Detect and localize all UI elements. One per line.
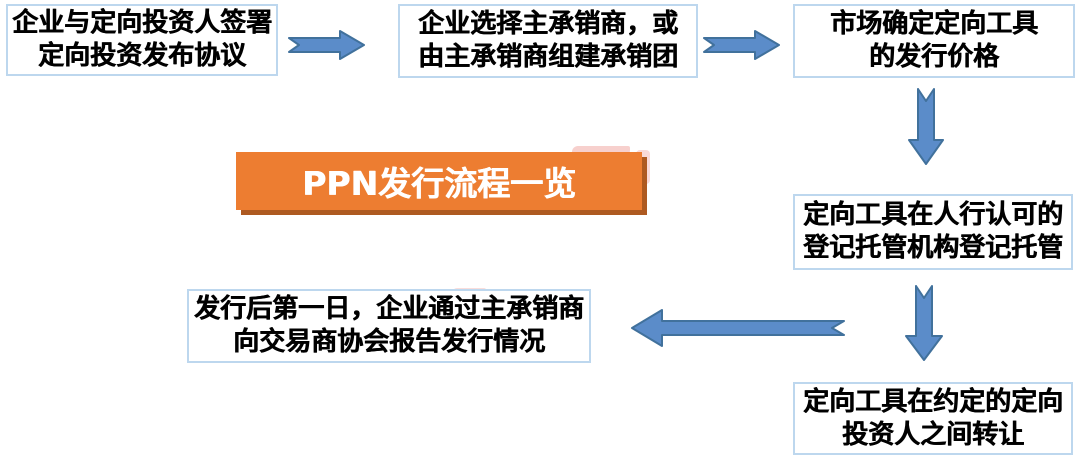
flow-step-6-line-1: 发行后第一日，企业通过主承销商	[193, 294, 584, 324]
flow-step-2-line-2: 由主承销商组建承销团	[417, 42, 678, 72]
flow-step-5-line-1: 定向工具在约定的定向	[802, 386, 1063, 417]
flow-step-1-line-2: 定向投资发布协议	[37, 41, 246, 71]
flow-step-5-box: 定向工具在约定的定向 投资人之间转让	[793, 382, 1073, 455]
flow-step-4-line-2: 登记托管机构登记托管	[802, 233, 1063, 263]
arrow-step1-to-step2-icon	[288, 30, 366, 60]
flow-step-3-line-2: 的发行价格	[868, 42, 999, 72]
flow-step-5-line-2: 投资人之间转让	[841, 419, 1024, 450]
arrow-step5-to-step6-icon	[630, 308, 845, 348]
arrow-step3-to-step4-icon	[908, 88, 944, 166]
flow-step-3-line-1: 市场确定定向工具	[829, 9, 1038, 39]
flow-step-3-box: 市场确定定向工具 的发行价格	[793, 4, 1075, 78]
flow-step-2-box: 企业选择主承销商，或 由主承销商组建承销团	[398, 4, 698, 78]
arrow-step4-to-step5-icon	[905, 285, 943, 362]
flow-step-6-line-2: 向交易商协会报告发行情况	[232, 327, 545, 357]
flow-step-6-box: 发行后第一日，企业通过主承销商 向交易商协会报告发行情况	[187, 289, 591, 363]
flow-step-2-line-1: 企业选择主承销商，或	[417, 9, 678, 39]
flow-step-4-line-1: 定向工具在人行认可的	[802, 200, 1063, 230]
flow-step-1-box: 企业与定向投资人签署 定向投资发布协议	[6, 4, 278, 76]
title-banner-text: PPN发行流程一览	[302, 164, 576, 203]
title-banner: PPN发行流程一览	[236, 152, 642, 210]
arrow-step2-to-step3-icon	[703, 30, 781, 60]
flow-step-1-line-1: 企业与定向投资人签署	[11, 8, 272, 38]
flow-step-4-box: 定向工具在人行认可的 登记托管机构登记托管	[793, 194, 1073, 270]
